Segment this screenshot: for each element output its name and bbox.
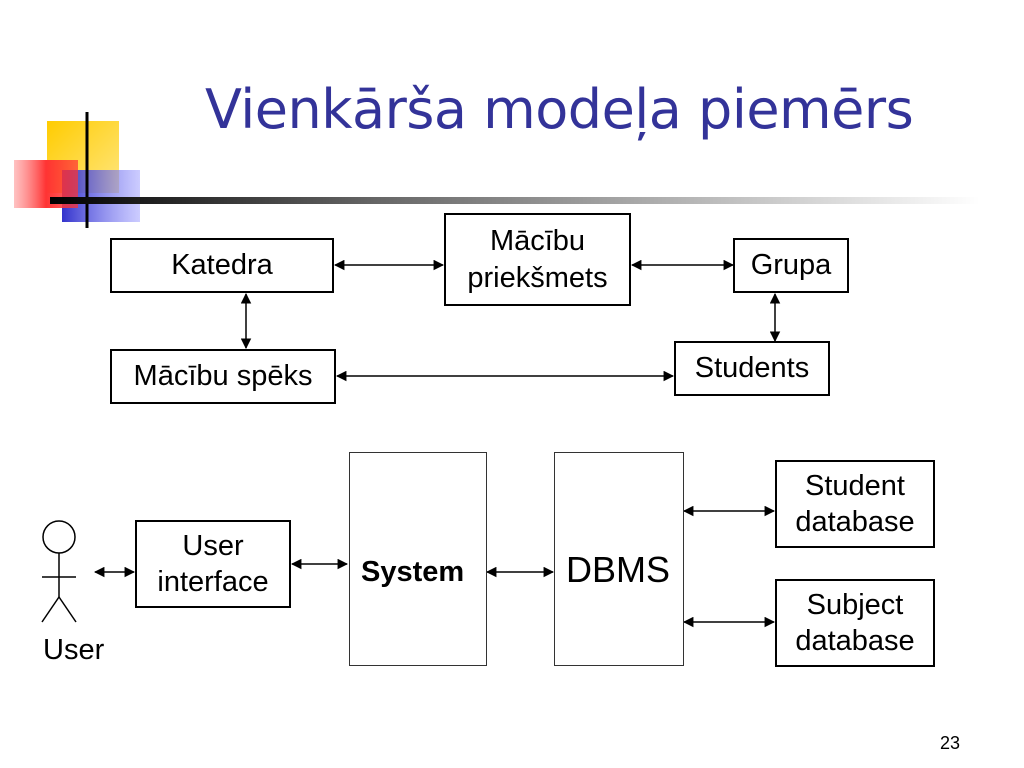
dbms-box bbox=[554, 452, 684, 666]
system-label: System bbox=[361, 556, 465, 588]
entity-macibu-prieksmets: Mācību priekšmets bbox=[444, 213, 631, 306]
slide-title: Vienkārša modeļa piemērs bbox=[205, 78, 914, 141]
entity-students: Students bbox=[674, 341, 830, 396]
subject-database-line2: database bbox=[795, 625, 915, 657]
subject-database-line1: Subject bbox=[806, 588, 904, 621]
entity-katedra: Katedra bbox=[110, 238, 334, 293]
title-divider-line bbox=[50, 197, 980, 204]
system-box bbox=[349, 452, 487, 666]
dbms-label: DBMS bbox=[566, 549, 671, 590]
page-number: 23 bbox=[940, 733, 961, 753]
user-actor-icon bbox=[41, 520, 77, 623]
subject-database-box: Subject database bbox=[775, 579, 935, 667]
student-database-box: Student database bbox=[775, 460, 935, 548]
student-database-line1: Student bbox=[805, 469, 905, 502]
entity-grupa: Grupa bbox=[733, 238, 849, 293]
entity-macibu-prieksmets-line1: Mācību bbox=[489, 225, 586, 258]
entity-katedra-label: Katedra bbox=[171, 249, 273, 282]
user-interface-box: User interface bbox=[135, 520, 291, 608]
entity-macibu-speks: Mācību spēks bbox=[110, 349, 336, 404]
student-database-line2: database bbox=[795, 506, 915, 538]
entity-grupa-label: Grupa bbox=[750, 249, 832, 282]
user-label: User bbox=[43, 634, 105, 666]
user-interface-line1: User bbox=[182, 529, 244, 562]
user-interface-line2: interface bbox=[157, 566, 269, 598]
entity-students-label: Students bbox=[694, 352, 810, 385]
entity-macibu-speks-label: Mācību spēks bbox=[133, 360, 313, 393]
entity-macibu-prieksmets-line2: priekšmets bbox=[467, 261, 608, 294]
